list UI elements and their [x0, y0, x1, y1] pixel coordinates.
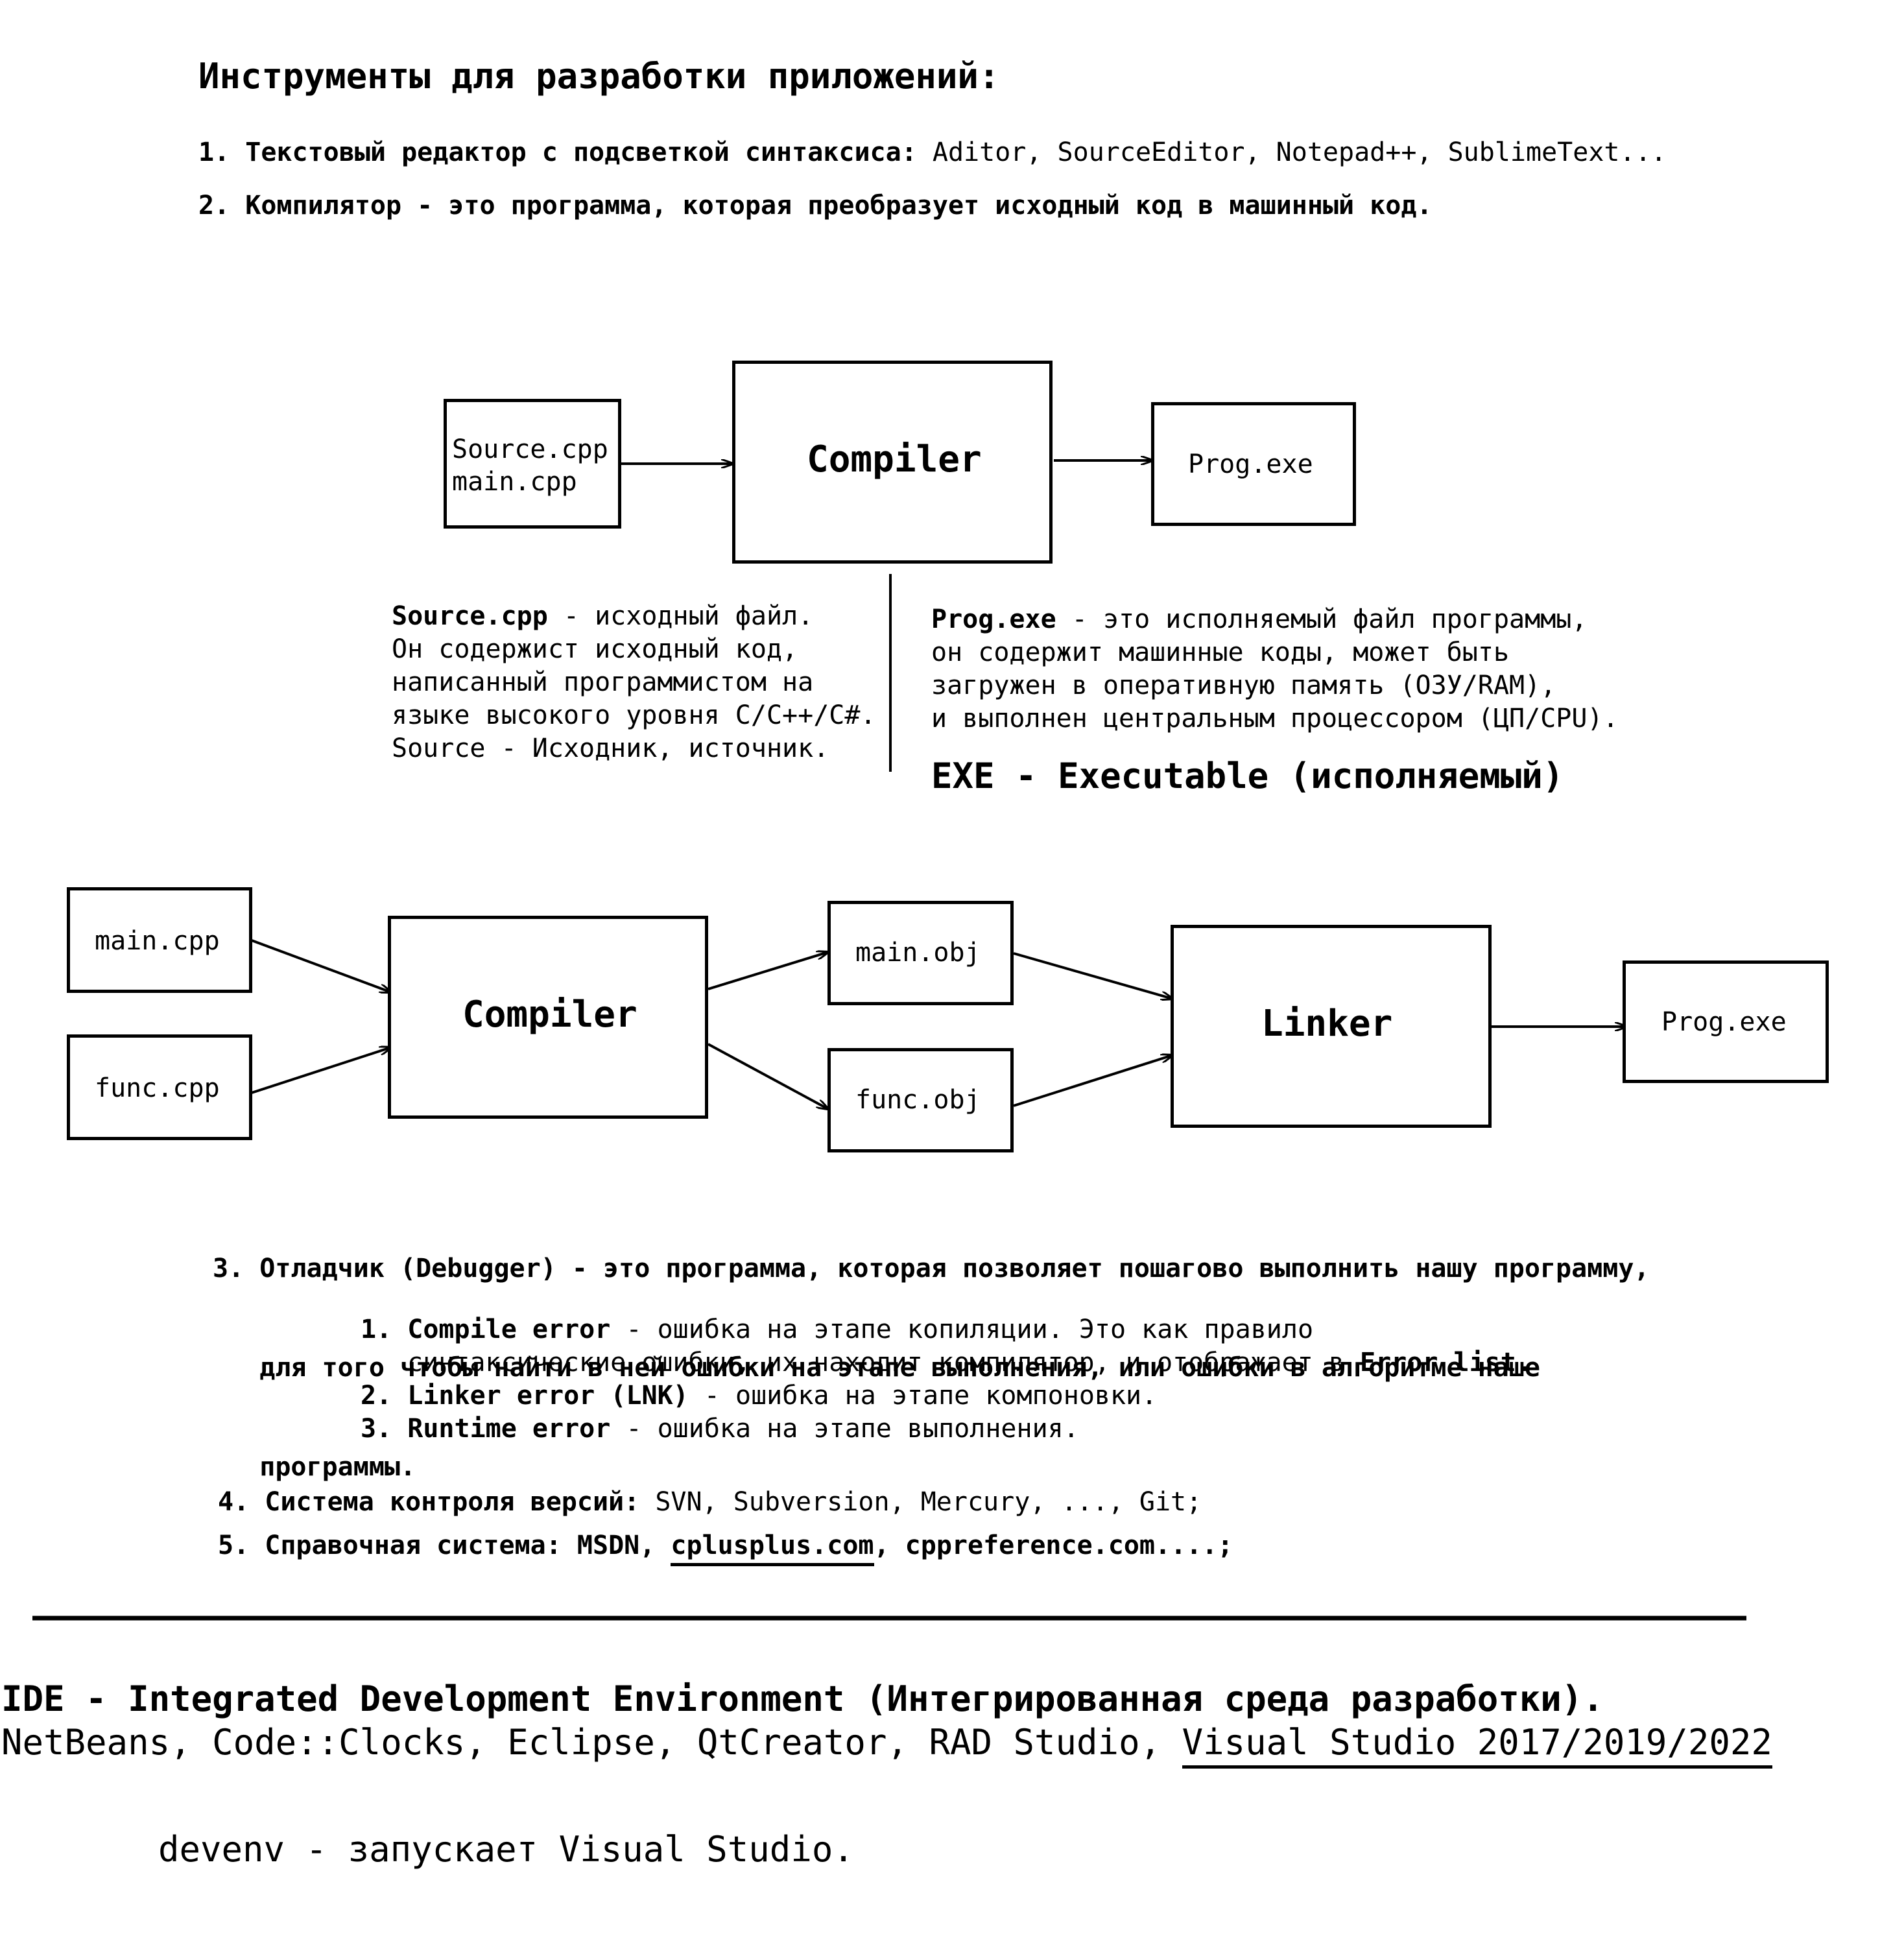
source-box: Source.cpp main.cpp	[444, 399, 621, 529]
source-box-line1: Source.cpp	[452, 435, 608, 464]
visual-studio-link[interactable]: Visual Studio 2017/2019/2022	[1182, 1722, 1772, 1769]
prog-exe2-box: Prog.exe	[1623, 960, 1829, 1083]
error-term-compile: Compile error	[407, 1315, 611, 1344]
prog-exe2-label: Prog.exe	[1661, 1007, 1787, 1037]
arrow-func-to-compiler	[251, 1047, 391, 1094]
arrow-funcobj-to-linker	[1013, 1055, 1172, 1107]
func-cpp-box: func.cpp	[67, 1034, 252, 1140]
prog-term: Prog.exe	[931, 604, 1056, 634]
source-desc-line4: языке высокого уровня C/C++/C#.	[392, 700, 876, 730]
exe-definition: EXE - Executable (исполняемый)	[931, 756, 1564, 796]
ide-title: IDE - Integrated Development Environment…	[1, 1678, 1604, 1719]
source-box-line2: main.cpp	[452, 467, 577, 497]
source-term: Source.cpp	[392, 601, 548, 631]
prog-desc-line3: загружен в оперативную память (ОЗУ/RAM),	[931, 671, 1556, 700]
prog-desc-line4: и выполнен центральным процессором (ЦП/C…	[931, 704, 1619, 734]
error-item-linker: 2. Linker error (LNK) - ошибка на этапе …	[361, 1381, 1158, 1411]
item-text-editor-label: 1. Текстовый редактор с подсветкой синта…	[198, 137, 917, 167]
error-term-linker: Linker error (LNK)	[407, 1381, 689, 1411]
msdn-text: MSDN,	[577, 1531, 656, 1560]
func-obj-box: func.obj	[827, 1048, 1014, 1152]
func-obj-label: func.obj	[855, 1085, 981, 1115]
arrow-mainobj-to-linker	[1013, 952, 1172, 999]
item-reference-label: 5. Справочная система:	[218, 1531, 562, 1560]
source-desc-line3: написанный программистом на	[392, 667, 814, 697]
source-desc-line2: Он содержист исходный код,	[392, 634, 798, 664]
item-vcs-label: 4. Система контроля версий:	[218, 1487, 640, 1517]
func-cpp-label: func.cpp	[95, 1073, 220, 1103]
main-cpp-label: main.cpp	[95, 926, 220, 956]
item-text-editor-value: Aditor, SourceEditor, Notepad++, Sublime…	[932, 137, 1667, 167]
cplusplus-link[interactable]: cplusplus.com	[671, 1531, 874, 1566]
source-desc-line1: - исходный файл.	[563, 601, 814, 631]
compiler-label: Compiler	[807, 438, 982, 481]
item-vcs-value: SVN, Subversion, Mercury, ..., Git;	[655, 1487, 1202, 1517]
source-desc-line5: Source - Исходник, источник.	[392, 734, 829, 763]
arrow-compiler-to-funcobj	[708, 1043, 828, 1109]
item-debugger: 3. Отладчик (Debugger) - это программа, …	[213, 1186, 1650, 1517]
error-item-runtime: 3. Runtime error - ошибка на этапе выпол…	[361, 1414, 1079, 1444]
error-types-list: 1. Compile error - ошибка на этапе копил…	[361, 1313, 1532, 1446]
arrow-main-to-compiler	[251, 939, 391, 992]
compiler2-box: Compiler	[388, 916, 708, 1119]
prog-exe-label: Prog.exe	[1188, 449, 1313, 479]
ide-list-text: NetBeans, Code::Clocks, Eclipse, QtCreat…	[1, 1722, 1161, 1763]
page-title: Инструменты для разработки приложений:	[198, 56, 1000, 97]
linker-box: Linker	[1171, 925, 1492, 1128]
item-vcs: 4. Система контроля версий: SVN, Subvers…	[218, 1487, 1202, 1517]
reference-rest: , cppreference.com....;	[874, 1531, 1233, 1560]
prog-desc-line1: - это исполняемый файл программы,	[1071, 604, 1588, 634]
error-term-runtime: Runtime error	[407, 1414, 611, 1444]
debugger-line1: 3. Отладчик (Debugger) - это программа, …	[213, 1254, 1650, 1283]
item-reference: 5. Справочная система: MSDN, cplusplus.c…	[218, 1531, 1233, 1566]
arrow-compiler-to-mainobj	[708, 952, 828, 990]
main-obj-box: main.obj	[827, 901, 1014, 1005]
debugger-line2: для того чтобы найти в ней ошибки на эта…	[213, 1353, 1540, 1383]
item-text-editor: 1. Текстовый редактор с подсветкой синта…	[198, 137, 1667, 167]
compiler-box: Compiler	[732, 361, 1053, 564]
compiler2-label: Compiler	[462, 994, 637, 1036]
debugger-line3: программы.	[213, 1452, 416, 1482]
prog-exe-box: Prog.exe	[1151, 402, 1356, 526]
main-obj-label: main.obj	[855, 938, 981, 968]
source-description: Source.cpp - исходный файл. Он содержист…	[392, 600, 876, 765]
devenv-note: devenv - запускает Visual Studio.	[158, 1829, 854, 1870]
prog-desc-line2: он содержит машинные коды, может быть	[931, 638, 1510, 667]
error-item-compile-line2: синтаксические ошибки, их находит компил…	[407, 1348, 1532, 1378]
main-cpp-box: main.cpp	[67, 887, 252, 993]
item-compiler: 2. Компилятор - это программа, которая п…	[198, 191, 1433, 221]
linker-label: Linker	[1261, 1003, 1393, 1045]
prog-description: Prog.exe - это исполняемый файл программ…	[931, 603, 1619, 735]
error-item-compile: 1. Compile error - ошибка на этапе копил…	[361, 1315, 1314, 1344]
ide-list: NetBeans, Code::Clocks, Eclipse, QtCreat…	[1, 1722, 1772, 1769]
